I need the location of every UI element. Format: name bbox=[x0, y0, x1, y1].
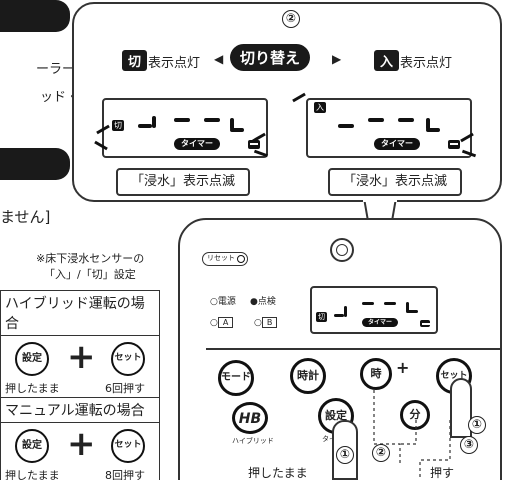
lcd-on-marker: 入 bbox=[314, 102, 326, 113]
power-indicator: ○電源 bbox=[210, 297, 236, 307]
plus-icon: + bbox=[67, 337, 96, 377]
step-number: ③ bbox=[460, 436, 478, 454]
lcd-display-on: 入 タイマー bbox=[306, 98, 472, 158]
press-count-label: 8回押す bbox=[105, 469, 145, 480]
on-indicator-tag: 入 bbox=[374, 50, 400, 71]
arrow-left-icon: ◀ bbox=[214, 52, 224, 66]
step-number: ② bbox=[372, 444, 390, 462]
a-indicator: ○A bbox=[210, 317, 234, 328]
section-header-bar bbox=[0, 148, 70, 180]
remote-lcd: 切 タイマー bbox=[310, 286, 438, 334]
setting-button-icon: 設定 bbox=[15, 342, 49, 376]
body-text-line: ッド・ bbox=[40, 90, 80, 105]
set-button-icon: セット bbox=[111, 342, 145, 376]
flood-blink-label: 「浸水」表示点滅 bbox=[116, 168, 250, 196]
section-header-bar bbox=[0, 0, 70, 32]
hold-instruction: 押したまま bbox=[248, 466, 308, 480]
hybrid-mode-title: ハイブリッド運転の場合 bbox=[1, 291, 159, 336]
hour-button[interactable]: 時 bbox=[360, 358, 392, 390]
press-instruction: 押す bbox=[430, 466, 455, 480]
hb-sublabel: ハイブリッド bbox=[232, 437, 274, 445]
lcd-display-off: 切 タイマー bbox=[102, 98, 268, 158]
on-indicator-label: 表示点灯 bbox=[400, 56, 453, 71]
body-text-line: ーラー bbox=[36, 62, 76, 77]
lcd-timer-pill: タイマー bbox=[174, 138, 220, 150]
lcd-off-marker: 切 bbox=[112, 120, 124, 131]
reset-button[interactable]: リセット bbox=[202, 252, 248, 266]
manual-mode-row: 設定 + セット 押したまま 8回押す bbox=[1, 423, 159, 480]
lcd-off-marker: 切 bbox=[316, 312, 327, 322]
flood-icon bbox=[420, 320, 430, 327]
manual-mode-title: マニュアル運転の場合 bbox=[1, 398, 159, 423]
setting-button-icon: 設定 bbox=[15, 429, 49, 463]
plus-label: + bbox=[396, 358, 410, 377]
sensor-note-line: 「入」/「切」設定 bbox=[44, 268, 136, 281]
hold-label: 押したまま bbox=[5, 469, 60, 480]
step-number: ② bbox=[282, 10, 300, 28]
hybrid-mode-row: 設定 + セット 押したまま 6回押す bbox=[1, 336, 159, 398]
sensor-note-line: ※床下浸水センサーの bbox=[36, 252, 145, 265]
guide-lines bbox=[373, 390, 451, 478]
procedure-table: ハイブリッド運転の場合 設定 + セット 押したまま 6回押す マニュアル運転の… bbox=[0, 290, 160, 480]
lcd-timer-pill: タイマー bbox=[362, 318, 398, 327]
plus-icon: + bbox=[67, 424, 96, 464]
flood-blink-label: 「浸水」表示点滅 bbox=[328, 168, 462, 196]
b-indicator: ○B bbox=[254, 317, 278, 328]
body-text-line: ません] bbox=[0, 208, 51, 226]
flood-icon bbox=[248, 140, 260, 149]
step-number: ① bbox=[336, 446, 354, 464]
blink-lines-icon bbox=[292, 92, 306, 103]
arrow-right-icon: ▶ bbox=[332, 52, 342, 66]
mode-button[interactable]: モード bbox=[218, 360, 254, 396]
flood-icon bbox=[448, 140, 460, 149]
step-number: ① bbox=[468, 416, 486, 434]
set-button-icon: セット bbox=[111, 429, 145, 463]
clock-button[interactable]: 時計 bbox=[290, 358, 326, 394]
lcd-timer-pill: タイマー bbox=[374, 138, 420, 150]
hand-pointer-icon bbox=[450, 378, 472, 438]
minute-button[interactable]: 分 bbox=[400, 400, 430, 430]
switch-label: 切り替え bbox=[230, 44, 311, 71]
display-switch-callout: ② 切 表示点灯 ◀ 切り替え ▶ 入 表示点灯 切 タイマー 入 タイマー 「… bbox=[72, 2, 502, 202]
check-indicator: ●点検 bbox=[250, 297, 276, 307]
off-indicator-label: 表示点灯 bbox=[148, 56, 201, 71]
hold-label: 押したまま bbox=[5, 382, 60, 395]
off-indicator-tag: 切 bbox=[122, 50, 148, 71]
press-count-label: 6回押す bbox=[105, 382, 145, 395]
hb-button[interactable]: HB bbox=[232, 402, 268, 434]
sensor-window bbox=[330, 238, 354, 262]
